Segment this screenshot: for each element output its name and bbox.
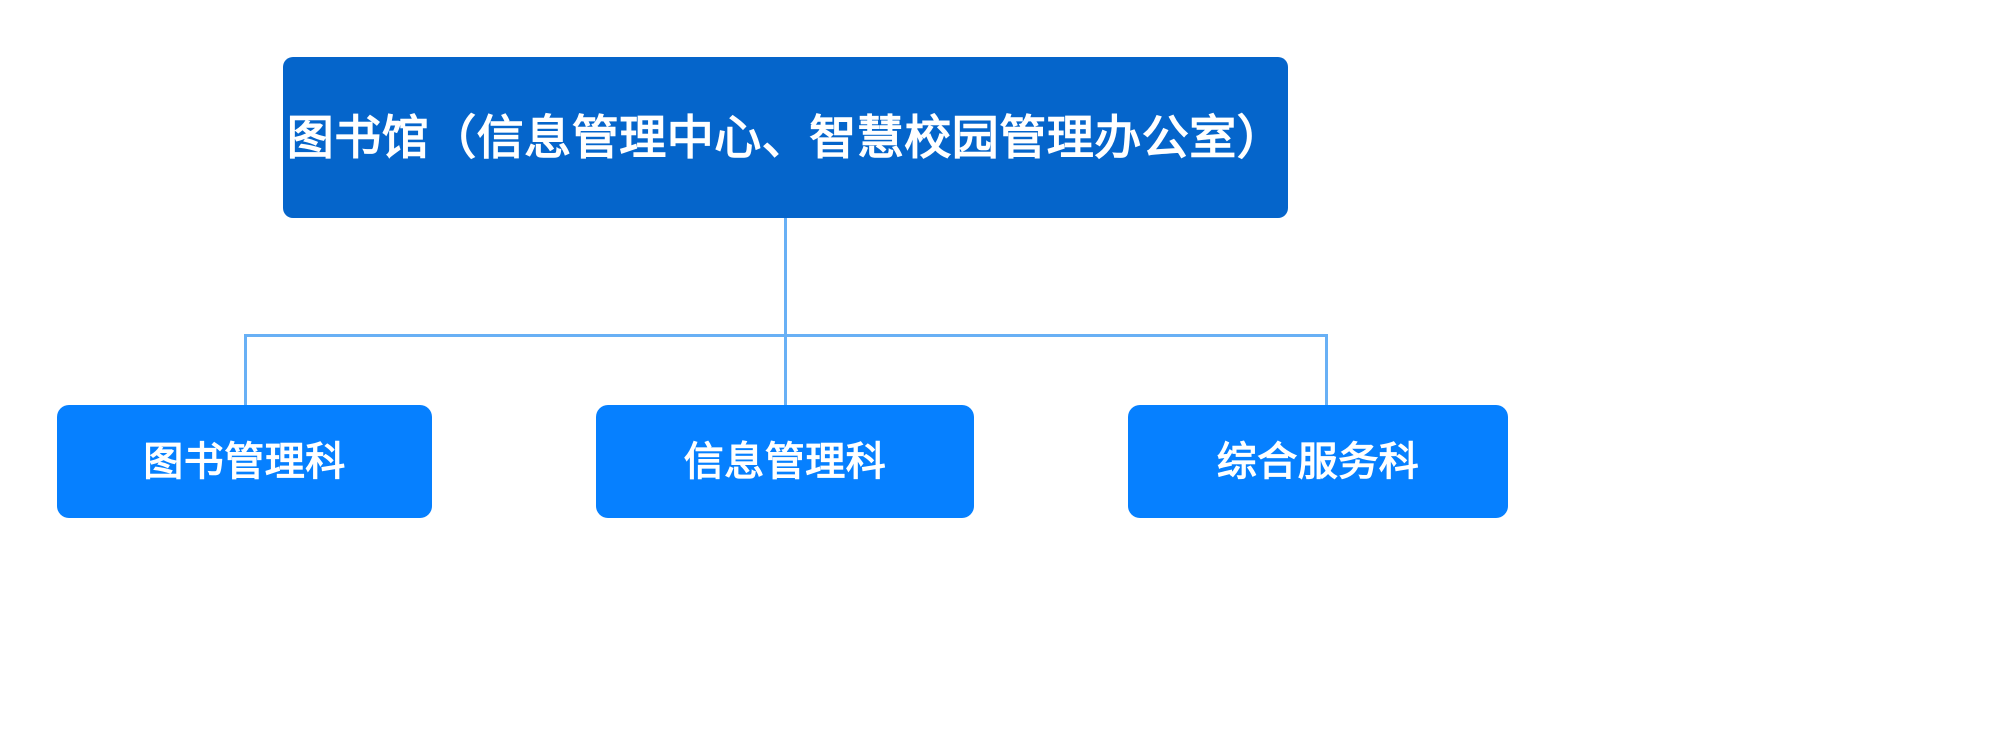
org-node-child-comprehensive-service[interactable]: 综合服务科 [1128, 405, 1508, 518]
connector-drop-child-1 [244, 334, 247, 407]
org-node-child-label: 图书管理科 [143, 439, 346, 484]
org-node-child-information-management[interactable]: 信息管理科 [596, 405, 974, 518]
org-node-child-label: 信息管理科 [683, 439, 887, 484]
connector-drop-child-3 [1325, 334, 1328, 407]
connector-root-stem [784, 218, 787, 337]
connector-horizontal-bus [244, 334, 1328, 337]
org-node-root[interactable]: 图书馆（信息管理中心、智慧校园管理办公室） [283, 57, 1288, 218]
connector-drop-child-2 [784, 334, 787, 407]
org-node-child-book-management[interactable]: 图书管理科 [57, 405, 432, 518]
org-node-root-label: 图书馆（信息管理中心、智慧校园管理办公室） [286, 110, 1285, 164]
org-node-child-label: 综合服务科 [1216, 439, 1420, 484]
